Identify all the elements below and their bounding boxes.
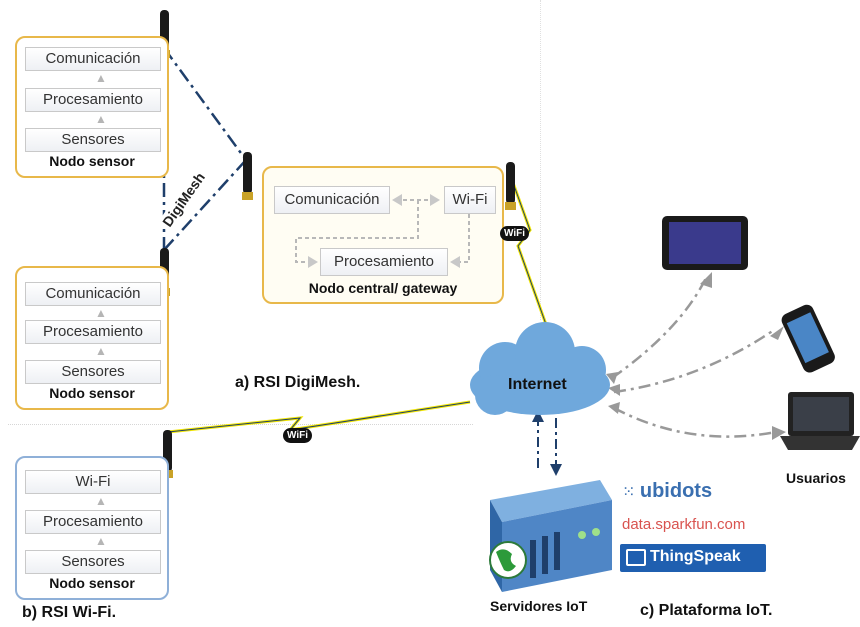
- users-label: Usuarios: [786, 470, 846, 486]
- layer-procesamiento: Procesamiento: [25, 88, 161, 112]
- layer-procesamiento: Procesamiento: [25, 510, 161, 534]
- layer-wifi: Wi-Fi: [25, 470, 161, 494]
- arrow-head: [700, 272, 712, 288]
- arrow-up-icon: ▲: [95, 112, 107, 126]
- internet-label: Internet: [508, 376, 567, 393]
- sensor-node-a2: Comunicación ▲ Procesamiento ▲ Sensores …: [15, 266, 169, 410]
- layer-sensores: Sensores: [25, 128, 161, 152]
- node-title: Nodo sensor: [49, 153, 135, 169]
- arrow-head: [532, 410, 544, 422]
- arrow-head: [550, 464, 562, 476]
- antenna-icon: [242, 152, 253, 200]
- tablet-icon: [662, 216, 748, 270]
- section-b-label: b) RSI Wi-Fi.: [22, 604, 117, 621]
- node-title: Nodo central/ gateway: [308, 280, 458, 296]
- central-comm-box: Comunicación: [274, 186, 390, 214]
- arrow-up-icon: ▲: [95, 71, 107, 85]
- node-b-wifi-link-edge: [167, 401, 471, 433]
- ubidots-text: ubidots: [639, 480, 713, 502]
- arrow-up-icon: ▲: [95, 534, 107, 548]
- layer-sensores: Sensores: [25, 550, 161, 574]
- layer-comunicacion: Comunicación: [25, 282, 161, 306]
- central-internal-links: [295, 194, 470, 268]
- wifi-badge-icon: WiFi: [283, 428, 313, 443]
- user-link-laptop: [613, 406, 777, 438]
- sensor-node-a1: Comunicación ▲ Procesamiento ▲ Sensores …: [15, 36, 169, 178]
- user-link-tablet: [611, 277, 708, 380]
- arrow-up-icon: ▲: [95, 306, 107, 320]
- section-a-label: a) RSI DigiMesh.: [235, 374, 361, 391]
- internet-cloud-icon: [470, 322, 610, 415]
- arrow-head: [608, 384, 620, 396]
- gateway-wifi-link-edge: [511, 179, 549, 331]
- layer-comunicacion: Comunicación: [25, 47, 161, 71]
- node-title: Nodo sensor: [49, 385, 135, 401]
- ubidots-logo: ⁙ ubidots: [622, 480, 712, 503]
- sensor-node-b: Wi-Fi ▲ Procesamiento ▲ Sensores Nodo se…: [15, 456, 169, 600]
- sparkfun-text: data.sparkfun.com: [622, 516, 746, 533]
- arrow-head: [770, 326, 784, 340]
- servers-label: Servidores IoT: [490, 598, 588, 614]
- server-icon: [490, 480, 612, 592]
- gateway-wifi-link: [510, 179, 550, 331]
- node-title: Nodo sensor: [49, 575, 135, 591]
- section-divider-vertical: [540, 0, 541, 320]
- thingspeak-text: ThingSpeak: [650, 548, 741, 565]
- thingspeak-logo: ThingSpeak: [620, 544, 766, 572]
- globe-icon: [489, 541, 527, 579]
- central-wifi-box: Wi-Fi: [444, 186, 496, 214]
- user-link-phone: [613, 328, 775, 394]
- arrow-head: [608, 402, 620, 414]
- arrow-up-icon: ▲: [95, 344, 107, 358]
- arrow-head: [772, 426, 786, 440]
- antenna-icon: [505, 162, 516, 210]
- central-node: Comunicación Wi-Fi Procesamiento Nodo ce…: [262, 166, 504, 304]
- phone-icon: [781, 304, 835, 373]
- digimesh-link: [162, 47, 248, 161]
- section-c-label: c) Plataforma IoT.: [640, 602, 773, 619]
- chat-bubble-icon: [626, 549, 646, 566]
- arrow-head: [606, 372, 618, 384]
- ubidots-dots-icon: ⁙: [622, 484, 636, 501]
- wifi-badge-icon: WiFi: [500, 226, 530, 241]
- digimesh-link: [163, 159, 247, 251]
- laptop-icon: [780, 392, 860, 450]
- central-proc-box: Procesamiento: [320, 248, 448, 276]
- layer-sensores: Sensores: [25, 360, 161, 384]
- layer-procesamiento: Procesamiento: [25, 320, 161, 344]
- arrow-up-icon: ▲: [95, 494, 107, 508]
